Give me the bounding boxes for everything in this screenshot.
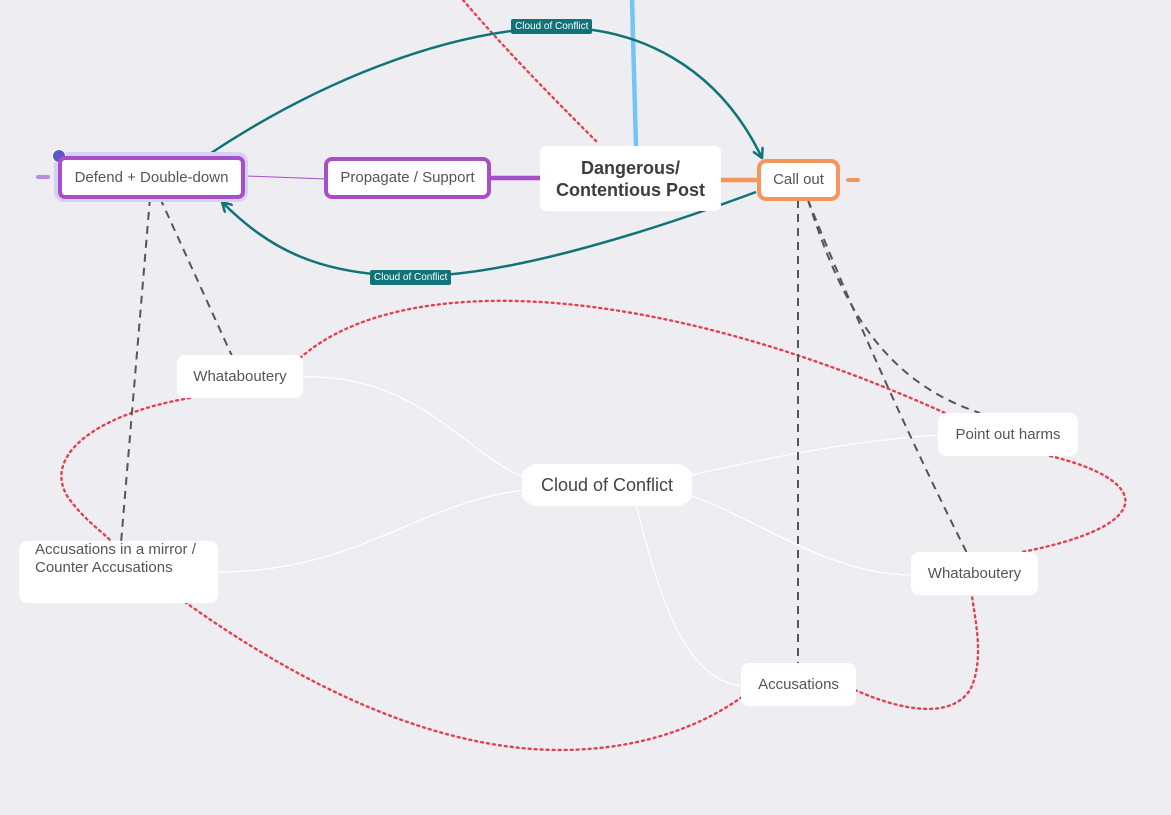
boundary-bottom-loop [183, 600, 744, 752]
subtopic-point-out-harms-label: Point out harms [955, 425, 1061, 443]
topic-propagate-label: Propagate / Support [340, 169, 475, 186]
floating-topic-label: Cloud of Conflict [540, 474, 674, 495]
subtopic-point-out-harms[interactable]: Point out harms [938, 413, 1078, 456]
subtopic-accusations-label: Accusations [758, 675, 839, 693]
topic-call-out-label: Call out [773, 171, 824, 188]
central-topic-line1: Dangerous/ [580, 157, 681, 178]
relationship-label-top[interactable]: Cloud of Conflict [511, 19, 593, 34]
dashed-defend-whataboutery [159, 197, 233, 357]
relationship-top-arrow [204, 26, 762, 158]
subtopic-whataboutery-left[interactable]: Whataboutery [177, 355, 303, 398]
subtopic-accusations-mirror-line1: Accusations in a mirror / [35, 541, 196, 558]
central-topic-line2: Contentious Post [556, 179, 705, 200]
relationship-label-bottom[interactable]: Cloud of Conflict [370, 270, 452, 285]
floating-link-point-out-harms [686, 434, 941, 477]
collapse-toggle-left[interactable] [36, 175, 50, 179]
floating-link-accusations-mirror [217, 489, 528, 573]
boundary-top-left [461, 0, 600, 145]
topic-propagate-support[interactable]: Propagate / Support [324, 157, 491, 199]
dashed-defend-accusations-mirror [120, 197, 151, 544]
blue-connector [629, 0, 639, 147]
connector-defend [245, 175, 327, 180]
boundary-big-loop [298, 299, 947, 415]
central-topic[interactable]: Dangerous/ Contentious Post [540, 146, 721, 211]
subtopic-whataboutery-right[interactable]: Whataboutery [911, 552, 1038, 595]
subtopic-accusations[interactable]: Accusations [741, 663, 856, 706]
floating-link-accusations [634, 499, 743, 687]
boundary-right-loop [1020, 454, 1127, 554]
topic-call-out[interactable]: Call out [757, 159, 840, 201]
floating-link-whataboutery-right [686, 493, 913, 576]
floating-link-whataboutery [299, 376, 528, 479]
topic-defend-double-down[interactable]: Defend + Double-down [58, 156, 245, 199]
floating-topic-cloud-of-conflict[interactable]: Cloud of Conflict [527, 466, 687, 504]
boundary-bottom-right-loop [853, 594, 980, 711]
topic-defend-label: Defend + Double-down [74, 168, 229, 186]
dashed-callout-whataboutery [807, 199, 968, 554]
boundary-left-loop [60, 396, 192, 542]
subtopic-accusations-mirror[interactable]: Accusations in a mirror / Counter Accusa… [19, 541, 218, 603]
subtopic-whataboutery-left-label: Whataboutery [193, 367, 287, 385]
collapse-toggle-right[interactable] [846, 178, 860, 182]
subtopic-whataboutery-right-label: Whataboutery [927, 564, 1022, 582]
subtopic-accusations-mirror-line2: Counter Accusations [35, 559, 173, 576]
dashed-callout-point-out-harms [807, 199, 981, 414]
